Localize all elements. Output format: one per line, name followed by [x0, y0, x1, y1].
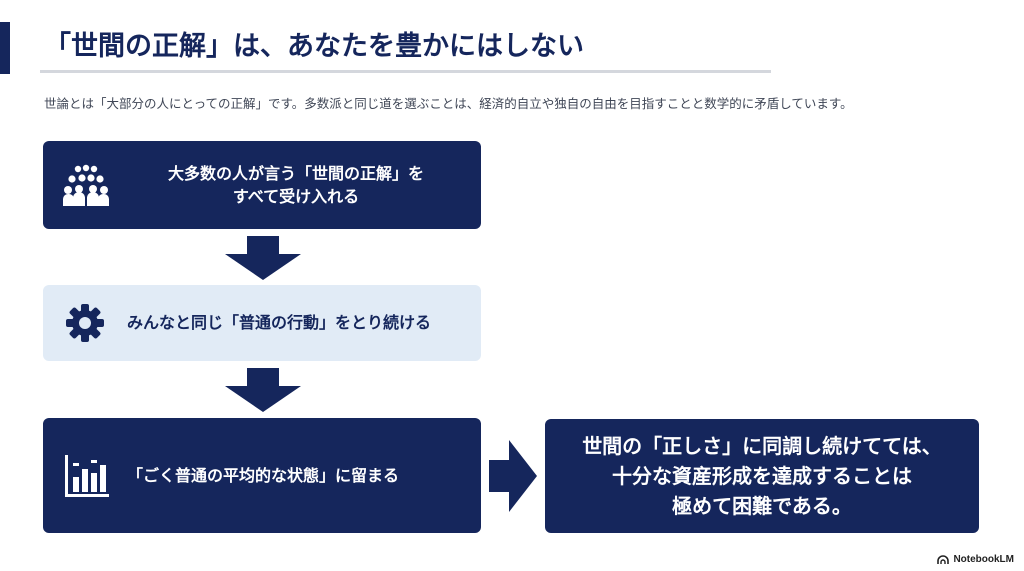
step1-line2: すべて受け入れる [232, 187, 360, 206]
step3-text: 「ごく普通の平均的な状態」に留まる [127, 466, 400, 485]
page-subtitle: 世論とは「大部分の人にとっての正解」です。多数派と同じ道を選ぶことは、経済的自立… [44, 96, 853, 111]
notebooklm-logo-icon [937, 554, 950, 564]
arrow-down-icon [225, 236, 301, 280]
conclusion-box: 世間の「正しさ」に同調し続けてては、 十分な資産形成を達成することは 極めて困難… [545, 419, 979, 533]
flow-step-accept-consensus: 大多数の人が言う「世間の正解」を すべて受け入れる [43, 141, 481, 229]
brand-label: NotebookLM [953, 554, 1014, 565]
bar-chart-icon [65, 455, 109, 497]
conclusion-text: 世間の「正しさ」に同調し続けてては、 十分な資産形成を達成することは 極めて困難… [582, 431, 942, 521]
gear-icon [66, 304, 104, 342]
arrow-right-icon [489, 440, 537, 512]
conclusion-line2: 十分な資産形成を達成することは [611, 464, 912, 488]
notebooklm-branding: NotebookLM [937, 554, 1014, 565]
step1-line1: 大多数の人が言う「世間の正解」を [167, 164, 424, 183]
title-underline [40, 70, 771, 73]
arrow-down-icon [225, 368, 301, 412]
step2-text: みんなと同じ「普通の行動」をとり続ける [127, 313, 432, 332]
flow-step-ordinary-action: みんなと同じ「普通の行動」をとり続ける [43, 285, 481, 361]
conclusion-line3: 極めて困難である。 [672, 494, 852, 518]
conclusion-line1: 世間の「正しさ」に同調し続けてては、 [582, 434, 942, 458]
flow-step-average-state: 「ごく普通の平均的な状態」に留まる [43, 418, 481, 533]
step1-text: 大多数の人が言う「世間の正解」を すべて受け入れる [131, 162, 461, 208]
title-accent-bar [0, 22, 10, 74]
page-title: 「世間の正解」は、あなたを豊かにはしない [44, 31, 584, 62]
people-group-icon [63, 163, 109, 207]
